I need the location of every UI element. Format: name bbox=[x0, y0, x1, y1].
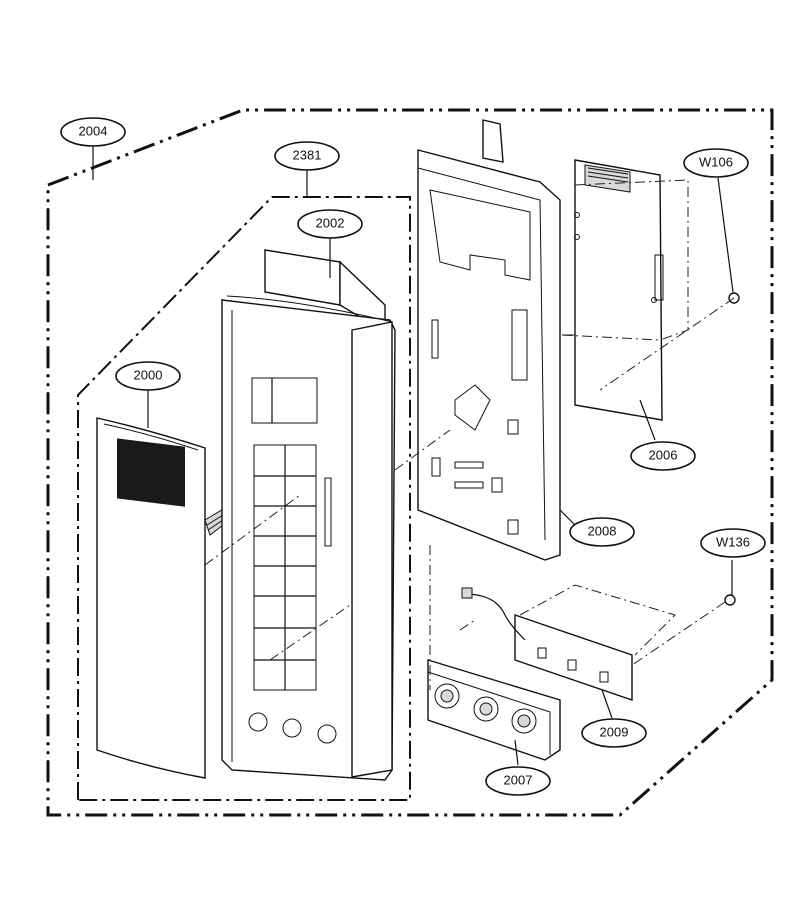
callout-2004: 2004 bbox=[60, 117, 126, 147]
callout-2000: 2000 bbox=[115, 361, 181, 391]
callout-2004-label: 2004 bbox=[79, 123, 108, 138]
callout-w136: W136 bbox=[700, 528, 766, 558]
callout-2008-label: 2008 bbox=[588, 523, 617, 538]
callout-2381-label: 2381 bbox=[293, 147, 322, 162]
callout-2009-label: 2009 bbox=[600, 724, 629, 739]
callout-w106: W106 bbox=[683, 148, 749, 178]
callout-2008: 2008 bbox=[569, 517, 635, 547]
callout-2006-label: 2006 bbox=[649, 447, 678, 462]
assembly-frame-2381 bbox=[77, 196, 411, 801]
callout-2009: 2009 bbox=[581, 718, 647, 748]
part-2006-pcb bbox=[561, 159, 689, 421]
keypad-grid bbox=[253, 444, 317, 691]
part-2009-knob-pcb bbox=[461, 584, 676, 701]
part-2007-knob-bracket bbox=[427, 659, 561, 761]
assembly-frame-2004 bbox=[46, 108, 774, 817]
callout-2007: 2007 bbox=[485, 766, 551, 796]
leader-2009 bbox=[601, 689, 613, 719]
callout-2002: 2002 bbox=[297, 209, 363, 239]
callout-2002-label: 2002 bbox=[316, 215, 345, 230]
part-2008-chassis bbox=[417, 119, 561, 561]
callout-w136-label: W136 bbox=[716, 534, 750, 549]
callout-w106-label: W106 bbox=[699, 154, 733, 169]
part-2002-control-frame bbox=[221, 249, 396, 781]
callout-2006: 2006 bbox=[630, 441, 696, 471]
leader-lines bbox=[92, 145, 656, 766]
callout-2000-label: 2000 bbox=[134, 367, 163, 382]
callout-2381: 2381 bbox=[274, 141, 340, 171]
part-2000-membrane-panel bbox=[96, 417, 259, 779]
leader-2007 bbox=[514, 739, 519, 766]
alignment-lines bbox=[204, 429, 476, 690]
screw-w106 bbox=[599, 177, 740, 391]
leader-2006 bbox=[639, 399, 656, 441]
callout-2007-label: 2007 bbox=[504, 772, 533, 787]
